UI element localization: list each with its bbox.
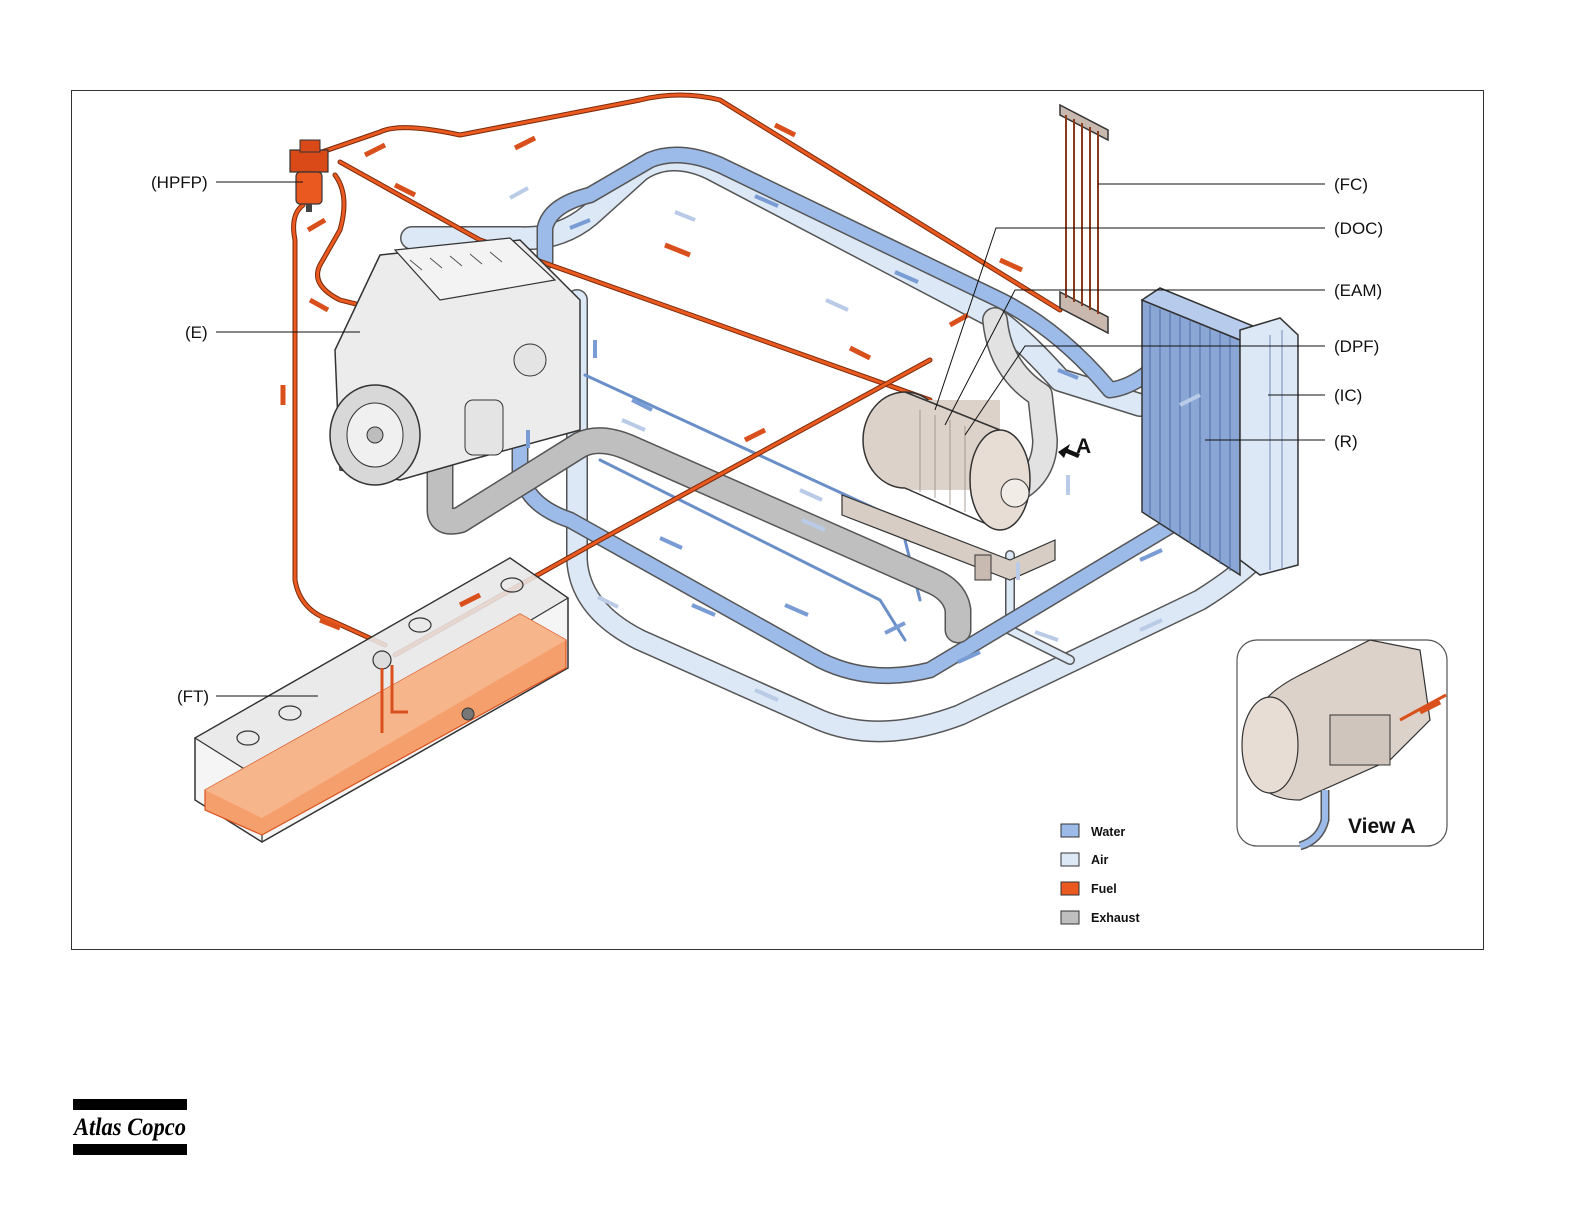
intercooler xyxy=(1240,318,1298,575)
legend-label-exhaust: Exhaust xyxy=(1091,911,1140,925)
callout-radiator: (R) xyxy=(1334,432,1358,451)
callout-doc: (DOC) xyxy=(1334,219,1383,238)
legend-item-air: Air xyxy=(1061,853,1109,867)
legend-label-fuel: Fuel xyxy=(1091,882,1117,896)
callout-fuel-tank: (FT) xyxy=(177,687,209,706)
callout-eam: (EAM) xyxy=(1334,281,1382,300)
engine xyxy=(330,238,580,485)
fuel-tank xyxy=(195,558,568,842)
callout-engine: (E) xyxy=(185,323,208,342)
view-a-inset-title: View A xyxy=(1348,815,1416,838)
callout-intercooler: (IC) xyxy=(1334,386,1362,405)
logo-text: Atlas Copco xyxy=(72,1114,186,1141)
atlas-copco-logo: Atlas Copco xyxy=(72,1099,187,1155)
view-a-pointer: A xyxy=(1058,435,1091,458)
legend-label-air: Air xyxy=(1091,853,1109,867)
legend-swatch-fuel xyxy=(1061,882,1079,895)
legend-swatch-exhaust xyxy=(1061,911,1079,924)
callout-dpf: (DPF) xyxy=(1334,337,1379,356)
callout-fuel-cooler: (FC) xyxy=(1334,175,1368,194)
legend-label-water: Water xyxy=(1091,825,1125,839)
callout-hpfp: (HPFP) xyxy=(151,173,208,192)
legend-item-fuel: Fuel xyxy=(1061,882,1117,896)
legend-item-exhaust: Exhaust xyxy=(1061,911,1140,925)
legend-swatch-water xyxy=(1061,824,1079,837)
view-a-arrow-label: A xyxy=(1076,435,1091,458)
view-a-inset: View A xyxy=(1237,640,1447,846)
legend: Water Air Fuel Exhaust xyxy=(1061,824,1140,925)
fuel-cooler xyxy=(1060,105,1108,333)
legend-swatch-air xyxy=(1061,853,1079,866)
high-pressure-fuel-pump xyxy=(290,140,328,212)
legend-item-water: Water xyxy=(1061,824,1125,839)
